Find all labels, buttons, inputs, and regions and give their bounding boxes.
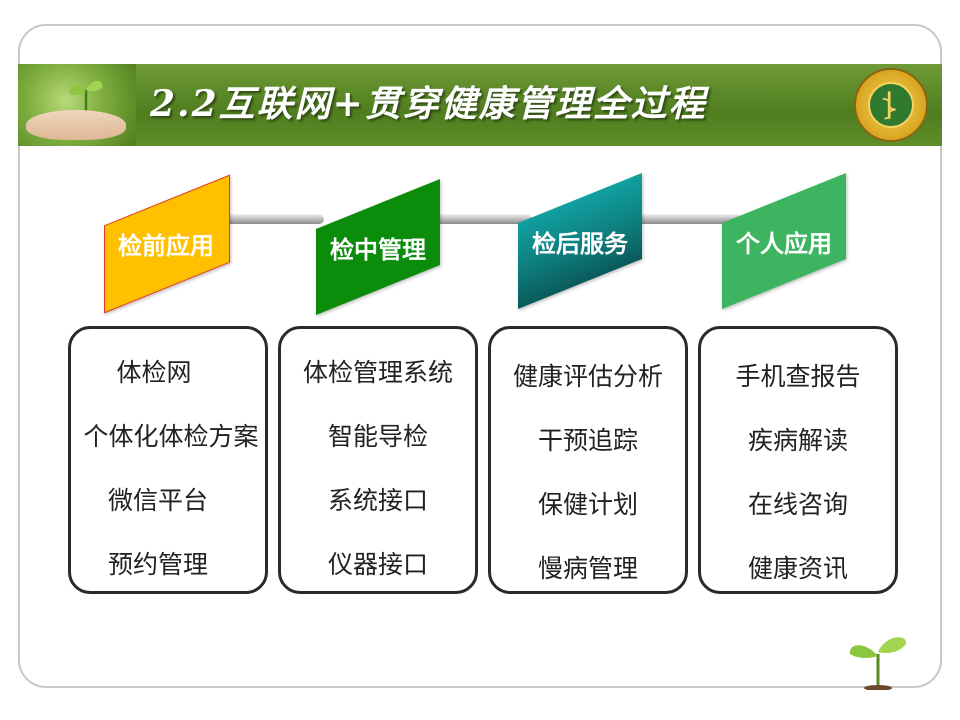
stage-diamond-personal: 个人应用 [722, 172, 846, 310]
card-item: 微信平台 [107, 486, 208, 515]
stage-diamond-post-exam: 检后服务 [518, 172, 642, 310]
card-item: 保健计划 [537, 490, 638, 519]
card-pre-exam: 体检网 个体化体检方案 微信平台 预约管理 [68, 326, 268, 594]
stage-label: 检中管理 [330, 235, 426, 264]
connector-3 [638, 214, 742, 224]
card-in-exam: 体检管理系统 智能导检 系统接口 仪器接口 [278, 326, 478, 594]
card-item: 智能导检 [327, 422, 428, 451]
stage-label: 检后服务 [532, 229, 628, 258]
card-item: 预约管理 [107, 550, 208, 579]
card-item: 健康资讯 [747, 554, 848, 583]
seedling-in-hand-icon [18, 64, 136, 146]
card-item: 慢病管理 [537, 554, 638, 583]
stage-diamond-in-exam: 检中管理 [316, 178, 440, 316]
card-item: 干预追踪 [537, 426, 638, 455]
connector-2 [428, 214, 532, 224]
sprout-icon [849, 637, 907, 690]
card-item: 疾病解读 [747, 426, 848, 455]
card-item: 手机查报告 [735, 362, 861, 391]
card-item: 体检管理系统 [302, 358, 453, 387]
stage-label: 个人应用 [736, 229, 832, 258]
slide-title: 2.2互联网+贯穿健康管理全过程 [150, 83, 707, 125]
card-item: 在线咨询 [747, 490, 848, 519]
card-item: 个体化体检方案 [83, 422, 259, 451]
card-post-exam: 健康评估分析 干预追踪 保健计划 慢病管理 [488, 326, 688, 594]
hospital-emblem-icon [854, 68, 928, 142]
slide-header: 2.2互联网+贯穿健康管理全过程 [18, 64, 942, 146]
stage-label: 检前应用 [118, 231, 214, 260]
card-personal: 手机查报告 疾病解读 在线咨询 健康资讯 [698, 326, 898, 594]
card-item: 系统接口 [327, 486, 428, 515]
stage-diamond-pre-exam: 检前应用 [104, 174, 230, 314]
card-item: 体检网 [116, 358, 192, 387]
connector-1 [218, 214, 324, 224]
card-item: 仪器接口 [327, 550, 428, 579]
card-item: 健康评估分析 [512, 362, 663, 391]
